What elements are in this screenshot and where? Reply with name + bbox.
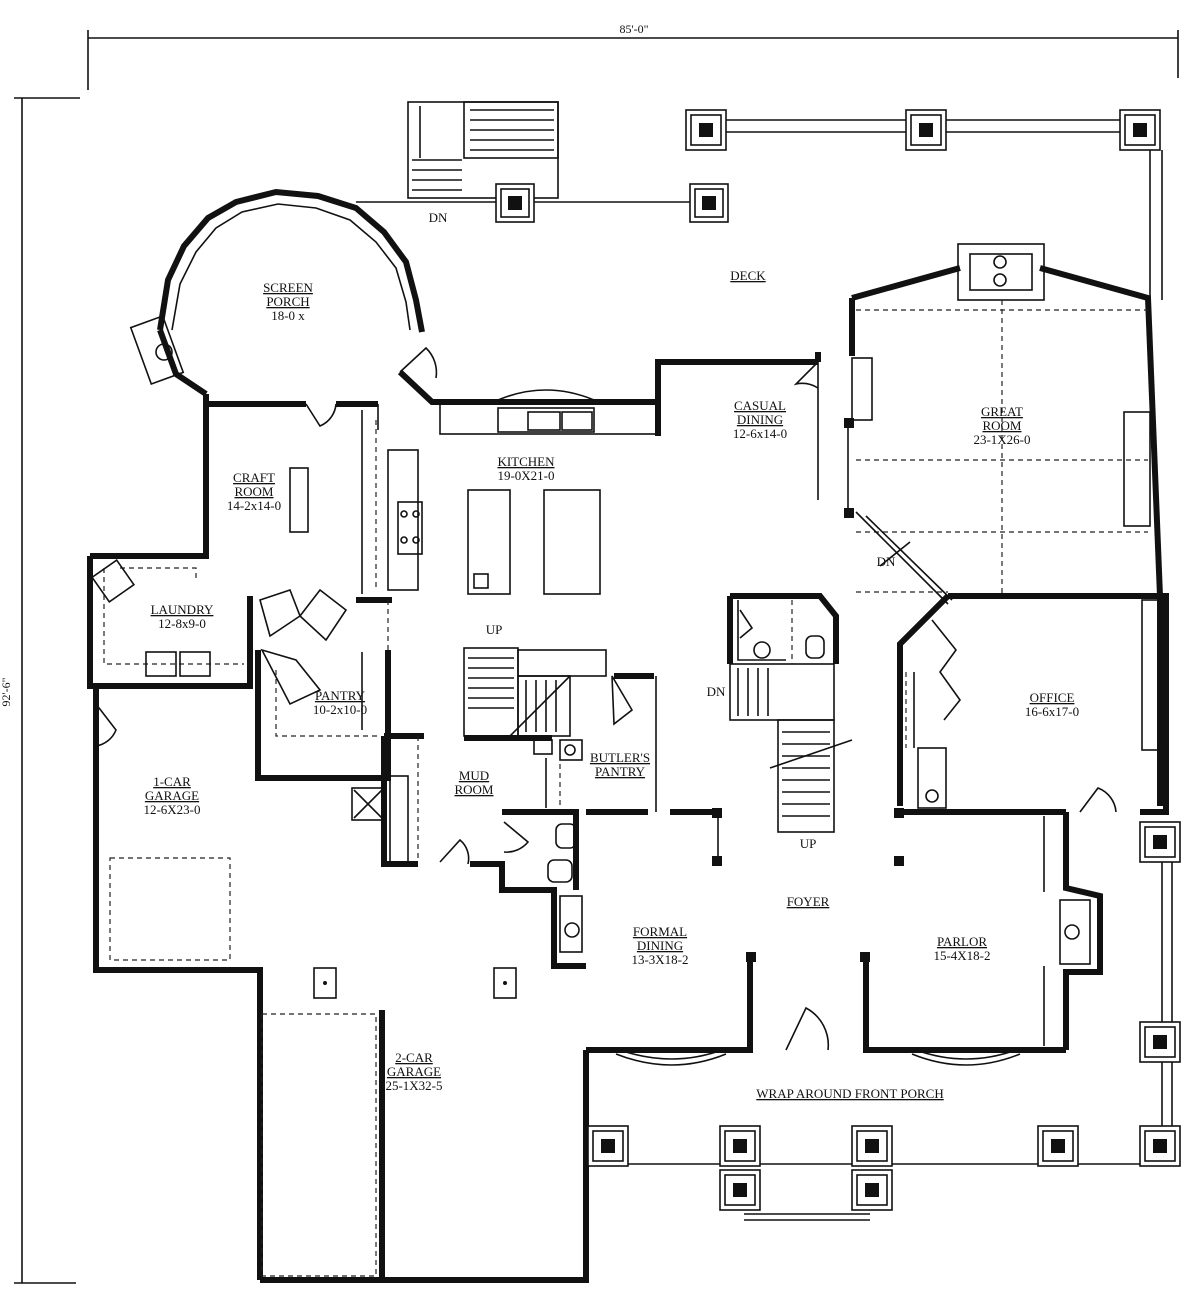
room-name: DINING	[637, 938, 683, 953]
stair-labels: DN DN UP DN UP	[429, 210, 896, 851]
room-size: 13-3X18-2	[631, 952, 688, 967]
room-size: 16-6x17-0	[1025, 704, 1079, 719]
room-name: PANTRY	[315, 688, 366, 703]
column-post	[1037, 1125, 1079, 1167]
screen-porch-walls	[129, 188, 425, 397]
column-post	[1139, 1125, 1181, 1167]
column-post	[719, 1125, 761, 1167]
garage-fixtures	[109, 857, 517, 1277]
room-size: 10-2x10-0	[313, 702, 367, 717]
room-name: ROOM	[454, 782, 493, 797]
front-rooms-fixtures	[615, 808, 1091, 1066]
room-name: SCREEN	[263, 280, 313, 295]
room-name: 2-CAR	[395, 1050, 433, 1065]
room-label-deck: DECK	[730, 268, 766, 283]
stair-mark-great-room-stair: DN	[877, 554, 896, 569]
room-name: CRAFT	[233, 470, 275, 485]
column-post	[851, 1169, 893, 1211]
room-name: GREAT	[981, 404, 1023, 419]
column-post	[495, 183, 535, 223]
room-name: CASUAL	[734, 398, 786, 413]
room-size: 14-2x14-0	[227, 498, 281, 513]
main-stair	[729, 600, 853, 833]
room-name: ROOM	[234, 484, 273, 499]
column-post	[1119, 109, 1161, 151]
room-name: OFFICE	[1030, 690, 1075, 705]
room-name: ROOM	[982, 418, 1021, 433]
walls	[87, 265, 1169, 1283]
deck-stair	[407, 101, 559, 199]
room-name: GARAGE	[387, 1064, 441, 1079]
room-name: LAUNDRY	[151, 602, 214, 617]
room-name: PANTRY	[595, 764, 646, 779]
room-name: FORMAL	[633, 924, 687, 939]
column-post	[1139, 1021, 1181, 1063]
mud-room-fixtures	[389, 736, 583, 953]
stair-mark-deck-stair: DN	[429, 210, 448, 225]
column-post	[587, 1125, 629, 1167]
room-name: BUTLER'S	[590, 750, 650, 765]
screen-porch-door	[399, 346, 438, 379]
room-label-foyer: FOYER	[787, 894, 830, 909]
office-fixtures	[894, 599, 1163, 818]
room-size: 25-1X32-5	[385, 1078, 442, 1093]
room-name: KITCHEN	[497, 454, 555, 469]
room-size: 23-1X26-0	[973, 432, 1030, 447]
stair-mark-main-stair-dn: DN	[707, 684, 726, 699]
back-stair	[463, 647, 657, 812]
column-post	[905, 109, 947, 151]
room-name: DECK	[730, 268, 766, 283]
stair-mark-main-stair-up: UP	[800, 836, 817, 851]
kitchen-fixtures	[361, 361, 819, 650]
room-label-front-porch: WRAP AROUND FRONT PORCH	[756, 1086, 943, 1101]
room-size: 12-6X23-0	[143, 802, 200, 817]
column-post	[719, 1169, 761, 1211]
room-size: 12-8x9-0	[158, 616, 206, 631]
room-name: 1-CAR	[153, 774, 191, 789]
room-name: FOYER	[787, 894, 830, 909]
room-name: PARLOR	[937, 934, 987, 949]
craft-laundry-fixtures	[90, 403, 385, 821]
stair-mark-back-stair-up: UP	[486, 622, 503, 637]
column-post	[851, 1125, 893, 1167]
room-name: GARAGE	[145, 788, 199, 803]
column-post	[689, 183, 729, 223]
room-size: 12-6x14-0	[733, 426, 787, 441]
room-name: PORCH	[266, 294, 309, 309]
room-name: DINING	[737, 412, 783, 427]
room-size: 19-0X21-0	[497, 468, 554, 483]
porch-columns	[495, 109, 1181, 1211]
room-size: 15-4X18-2	[933, 948, 990, 963]
great-room-fixtures	[844, 243, 1151, 605]
column-post	[1139, 821, 1181, 863]
depth-dimension-label: 92'-6"	[0, 677, 13, 706]
depth-dimension-line	[14, 97, 80, 1284]
room-name: MUD	[459, 768, 489, 783]
width-dimension-line	[87, 30, 1179, 90]
room-name: WRAP AROUND FRONT PORCH	[756, 1086, 943, 1101]
width-dimension-label: 85'-0"	[619, 22, 648, 36]
column-post	[685, 109, 727, 151]
room-size: 18-0 x	[271, 308, 305, 323]
